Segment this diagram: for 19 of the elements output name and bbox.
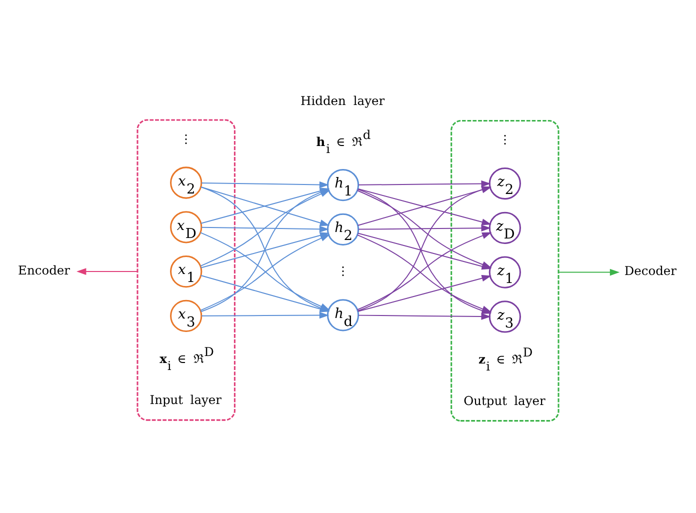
- label: Hidden layer: [300, 93, 385, 108]
- cluster: [450, 119, 560, 422]
- label: Input layer: [150, 392, 222, 407]
- label: ⋮: [180, 131, 192, 146]
- node-text: Encoder: [18, 262, 70, 277]
- arrow: [200, 180, 330, 188]
- arrow: [76, 268, 138, 274]
- arrow: [358, 224, 491, 232]
- arrow: [558, 268, 620, 276]
- label: ⋮: [336, 264, 349, 278]
- arrow: [358, 274, 492, 312]
- label: ⋮: [498, 132, 511, 146]
- arrow: [358, 312, 491, 320]
- arrow: [200, 311, 330, 318]
- arrow: [358, 180, 491, 187]
- label: Output layer: [464, 393, 546, 408]
- arrow: [200, 225, 330, 232]
- node-text: Decoder: [624, 264, 677, 278]
- cluster: [136, 118, 236, 420]
